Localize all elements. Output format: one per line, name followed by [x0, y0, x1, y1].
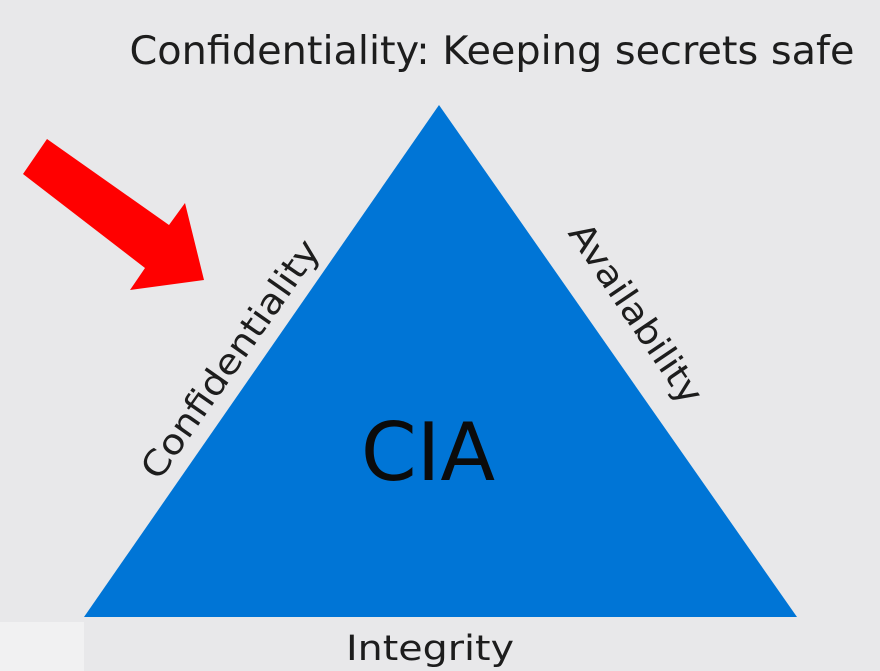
red-arrow-icon: [23, 139, 204, 290]
corner-background-patch: [0, 622, 84, 671]
cia-triangle: [84, 105, 797, 617]
integrity-bottom-label: Integrity: [346, 629, 514, 669]
triangle-center-label: CIA: [361, 406, 495, 499]
slide-title: Confidentiality: Keeping secrets safe: [130, 29, 855, 74]
